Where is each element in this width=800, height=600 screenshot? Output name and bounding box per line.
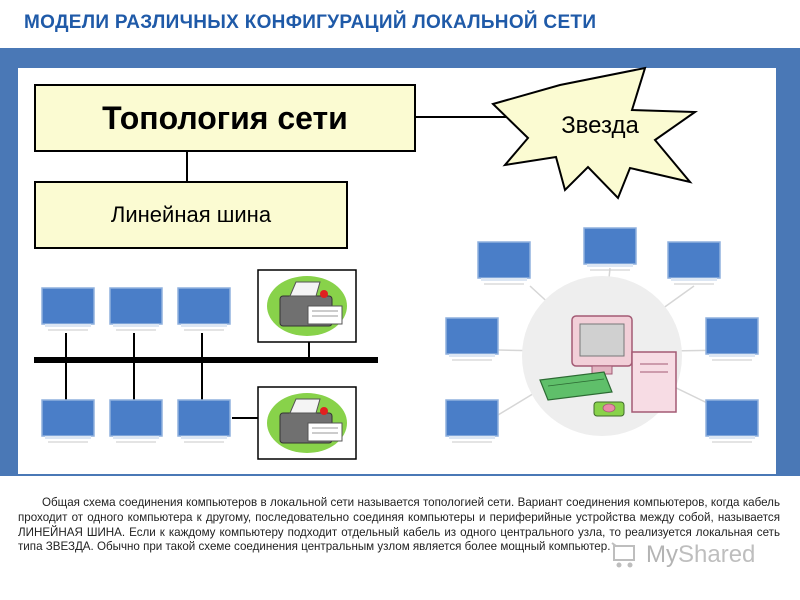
watermark-prefix: My bbox=[646, 541, 678, 568]
star-topology-label: Звезда bbox=[561, 112, 639, 139]
cart-icon bbox=[611, 542, 635, 568]
description-text: Общая схема соединения компьютеров в лок… bbox=[18, 496, 780, 554]
hub-computer-icon bbox=[522, 276, 682, 436]
star-burst bbox=[491, 66, 699, 200]
star-computer-icon bbox=[583, 227, 637, 271]
topology-root-box: Топология сети bbox=[34, 84, 416, 152]
bus-computer-icon bbox=[177, 399, 231, 443]
bus-computer-icon bbox=[41, 399, 95, 443]
star-computer-icon bbox=[477, 241, 531, 285]
star-computer-icon bbox=[445, 399, 499, 443]
bus-topology-box: Линейная шина bbox=[34, 181, 348, 249]
watermark: MyShared bbox=[610, 540, 755, 570]
printer-icon bbox=[257, 386, 357, 460]
printer-icon bbox=[257, 269, 357, 343]
watermark-suffix: Shared bbox=[678, 541, 756, 568]
star-computer-icon bbox=[705, 317, 759, 361]
star-computer-icon bbox=[667, 241, 721, 285]
star-computer-icon bbox=[705, 399, 759, 443]
page-title: МОДЕЛИ РАЗЛИЧНЫХ КОНФИГУРАЦИЙ ЛОКАЛЬНОЙ … bbox=[24, 12, 597, 33]
bus-computer-icon bbox=[109, 399, 163, 443]
bus-computer-icon bbox=[109, 287, 163, 331]
bus-computer-icon bbox=[177, 287, 231, 331]
star-computer-icon bbox=[445, 317, 499, 361]
bus-computer-icon bbox=[41, 287, 95, 331]
